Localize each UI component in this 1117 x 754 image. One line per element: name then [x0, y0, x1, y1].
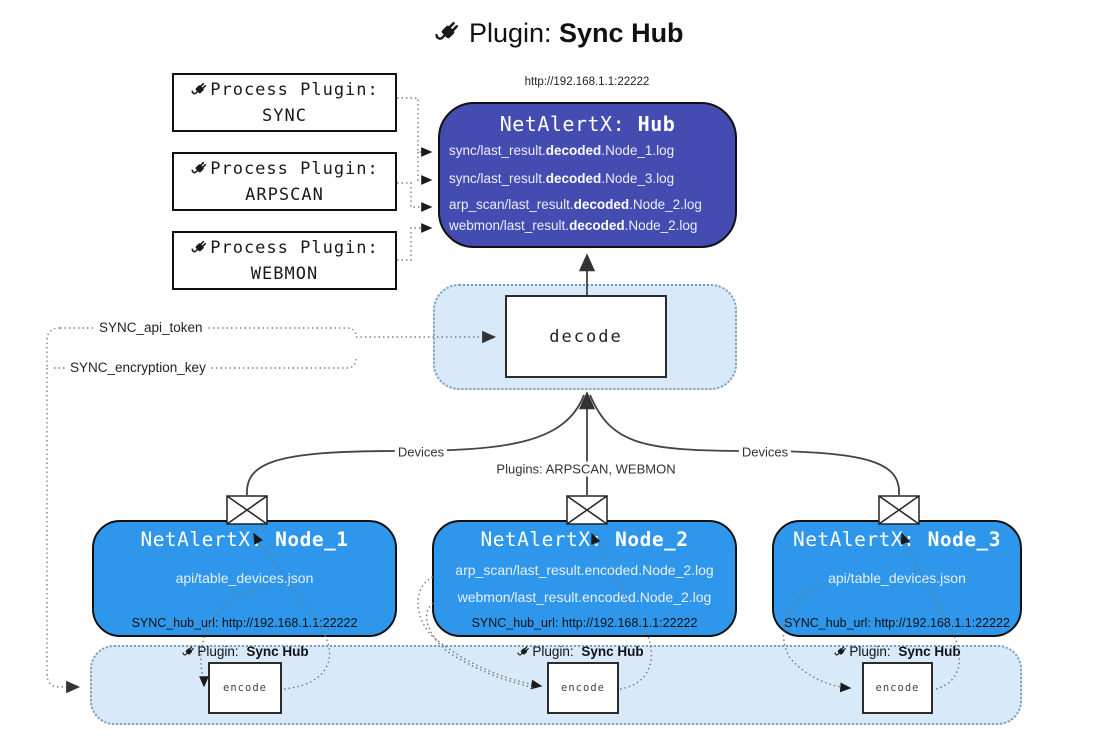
encode-1-box: encode — [208, 662, 282, 714]
node-3-hub-url: SYNC_hub_url: http://192.168.1.1:22222 — [784, 616, 1010, 630]
node-3-title: NetAlertX: Node_3 — [792, 528, 1002, 551]
page-title: Plugin: Sync Hub — [0, 18, 1117, 49]
encoder-3-label: Plugin: Sync Hub — [833, 644, 961, 659]
process-plugin-label: Process Plugin: — [210, 79, 379, 100]
node-2-title: NetAlertX: Node_2 — [480, 528, 689, 551]
encoder-1-label: Plugin: Sync Hub — [181, 644, 309, 659]
node-2-hub-url: SYNC_hub_url: http://192.168.1.1:22222 — [471, 616, 698, 630]
hub-title: NetAlertX: Hub — [438, 112, 737, 136]
process-plugin-name: SYNC — [262, 105, 307, 126]
title-name: Sync Hub — [559, 18, 684, 48]
process-plugin-name: WEBMON — [250, 263, 319, 284]
process-plugin-label: Process Plugin: — [210, 237, 379, 258]
node-3-line: api/table_devices.json — [828, 570, 966, 586]
node-1-line: api/table_devices.json — [175, 570, 314, 586]
encode-2-box: encode — [547, 662, 619, 714]
plug-icon — [182, 645, 194, 655]
process-plugin-label: Process Plugin: — [210, 158, 379, 179]
hub-entry: arp_scan/last_result.decoded.Node_2.log — [449, 197, 702, 212]
title-prefix: Plugin: — [468, 18, 552, 48]
node-2-line: webmon/last_result.encoded.Node_2.log — [457, 589, 712, 605]
hub-box — [438, 102, 737, 248]
plug-icon — [191, 82, 207, 94]
hub-title-prefix: NetAlertX: — [499, 112, 638, 136]
plug-icon — [517, 645, 529, 655]
process-plugin-webmon: Process Plugin: WEBMON — [172, 231, 397, 290]
process-plugin-name: ARPSCAN — [245, 184, 324, 205]
process-plugin-arpscan: Process Plugin: ARPSCAN — [172, 152, 397, 211]
plug-icon — [435, 21, 459, 40]
hub-title-name: Hub — [637, 112, 676, 136]
encoder-2-label: Plugin: Sync Hub — [516, 644, 644, 659]
process-plugin-sync: Process Plugin: SYNC — [172, 73, 397, 132]
plug-icon — [191, 240, 207, 252]
node-2-line: arp_scan/last_result.encoded.Node_2.log — [455, 562, 714, 578]
hub-entry: sync/last_result.decoded.Node_1.log — [449, 143, 675, 158]
hub-entry: sync/last_result.decoded.Node_3.log — [449, 171, 675, 186]
decode-box: decode — [505, 295, 667, 378]
node-1-hub-url: SYNC_hub_url: http://192.168.1.1:22222 — [131, 616, 358, 630]
encode-3-box: encode — [862, 662, 933, 714]
node-1-title: NetAlertX: Node_1 — [140, 528, 349, 551]
plug-icon — [191, 161, 207, 173]
plug-icon — [834, 645, 846, 655]
hub-entry: webmon/last_result.decoded.Node_2.log — [449, 218, 698, 233]
